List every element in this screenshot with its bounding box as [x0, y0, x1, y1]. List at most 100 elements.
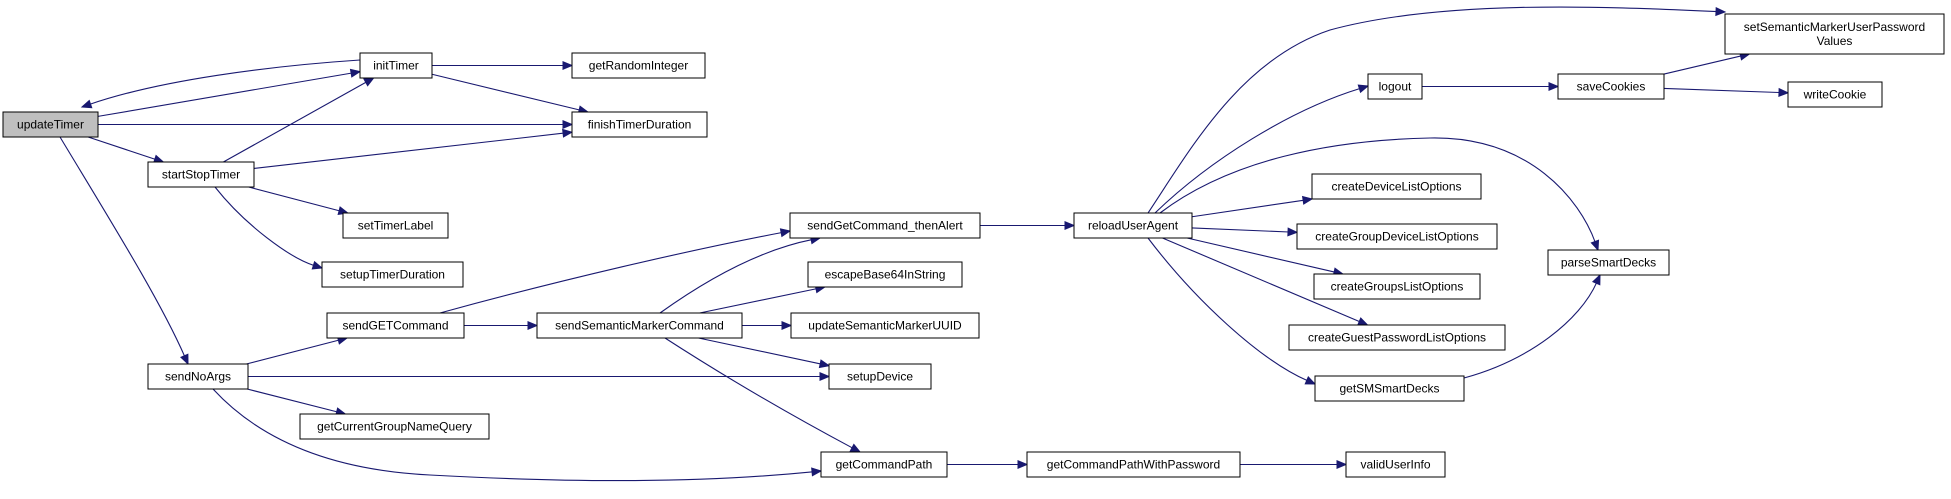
node-getCurrentGroupNameQuery[interactable]: getCurrentGroupNameQuery [299, 413, 490, 440]
arrowhead [1287, 227, 1299, 237]
node-label: createGuestPasswordListOptions [1308, 331, 1486, 345]
node-box [571, 52, 706, 79]
node-saveCookies[interactable]: saveCookies [1557, 73, 1665, 100]
node-box [147, 161, 255, 188]
node-label: finishTimerDuration [588, 118, 692, 132]
node-setupDevice[interactable]: setupDevice [828, 363, 932, 390]
node-escapeBase64InString[interactable]: escapeBase64InString [807, 261, 963, 288]
node-setTimerLabel[interactable]: setTimerLabel [342, 212, 449, 239]
node-label: writeCookie [1803, 88, 1867, 102]
node-label: escapeBase64InString [825, 268, 946, 282]
node-box [1367, 73, 1423, 100]
node-label: getCommandPath [836, 458, 933, 472]
edge-saveCookies-to-setSemanticMarkerUserPasswordValues [1663, 51, 1751, 75]
arrowhead [562, 60, 574, 71]
node-label: getSMSmartDecks [1339, 382, 1439, 396]
arrowhead [1357, 317, 1369, 326]
node-createDeviceListOptions[interactable]: createDeviceListOptions [1311, 173, 1482, 200]
node-getSMSmartDecks[interactable]: getSMSmartDecks [1314, 375, 1465, 402]
edge-sendSemanticMarkerCommand-to-getCommandPath [664, 337, 862, 453]
node-sendGETCommand[interactable]: sendGETCommand [326, 312, 465, 339]
edge-line [1663, 55, 1742, 75]
node-createGroupsListOptions[interactable]: createGroupsListOptions [1313, 273, 1481, 300]
edge-line [246, 388, 338, 413]
node-getRandomInteger[interactable]: getRandomInteger [571, 52, 706, 79]
arrowhead [1064, 220, 1076, 231]
edge-sendNoArgs-to-getCommandPath [212, 388, 823, 482]
node-initTimer[interactable]: initTimer [359, 52, 433, 79]
node-label: startStopTimer [162, 168, 240, 182]
arrowhead [363, 77, 375, 87]
node-sendGetCommand_thenAlert[interactable]: sendGetCommand_thenAlert [789, 212, 981, 239]
node-box [1724, 13, 1945, 55]
node-box [1345, 451, 1446, 478]
edge-line [59, 136, 186, 357]
edge-logout-to-saveCookies [1422, 81, 1560, 92]
arrowhead [1715, 6, 1727, 17]
node-getCommandPathWithPassword[interactable]: getCommandPathWithPassword [1026, 451, 1241, 478]
node-createGroupDeviceListOptions[interactable]: createGroupDeviceListOptions [1296, 223, 1498, 250]
node-setupTimerDuration[interactable]: setupTimerDuration [321, 261, 464, 288]
node-label: saveCookies [1577, 80, 1646, 94]
edge-initTimer-to-updateTimer [80, 59, 361, 109]
node-updateTimer[interactable]: updateTimer [2, 111, 99, 138]
arrowhead [811, 467, 823, 477]
node-createGuestPasswordListOptions[interactable]: createGuestPasswordListOptions [1288, 324, 1506, 351]
node-updateSemanticMarkerUUID[interactable]: updateSemanticMarkerUUID [790, 312, 980, 339]
edge-reloadUserAgent-to-createGroupDeviceListOptions [1191, 227, 1299, 237]
node-box [807, 261, 963, 288]
edge-sendGetCommand_thenAlert-to-reloadUserAgent [980, 220, 1076, 231]
node-sendSemanticMarkerCommand[interactable]: sendSemanticMarkerCommand [536, 312, 743, 339]
edge-initTimer-to-getRandomInteger [432, 60, 574, 71]
node-label: setupTimerDuration [340, 268, 445, 282]
node-writeCookie[interactable]: writeCookie [1787, 81, 1883, 108]
edge-sendSemanticMarkerCommand-to-escapeBase64InString [699, 284, 827, 314]
edge-line [223, 81, 367, 163]
node-box [1073, 212, 1193, 239]
node-finishTimerDuration[interactable]: finishTimerDuration [571, 111, 708, 138]
edge-sendGETCommand-to-sendSemanticMarkerCommand [464, 320, 539, 331]
node-label: setupDevice [847, 370, 913, 384]
edge-updateTimer-to-sendNoArgs [59, 136, 189, 366]
node-label: getCommandPathWithPassword [1047, 458, 1220, 472]
edge-sendSemanticMarkerCommand-to-sendGetCommand_thenAlert [659, 235, 822, 314]
arrowhead [1017, 459, 1029, 470]
node-startStopTimer[interactable]: startStopTimer [147, 161, 255, 188]
node-label: updateTimer [17, 118, 84, 132]
edge-updateTimer-to-initTimer [97, 68, 362, 117]
edge-line [87, 136, 156, 160]
edge-sendSemanticMarkerCommand-to-updateSemanticMarkerUUID [742, 320, 793, 331]
node-box [1557, 73, 1665, 100]
node-parseSmartDecks[interactable]: parseSmartDecks [1547, 249, 1670, 276]
node-label: validUserInfo [1360, 458, 1430, 472]
node-label: initTimer [373, 59, 419, 73]
node-logout[interactable]: logout [1367, 73, 1423, 100]
arrowhead [1548, 81, 1560, 92]
edge-sendNoArgs-to-sendGETCommand [246, 335, 349, 365]
edge-line [97, 72, 353, 117]
node-box [820, 451, 948, 478]
node-label: reloadUserAgent [1088, 219, 1179, 233]
node-box [342, 212, 449, 239]
node-reloadUserAgent[interactable]: reloadUserAgent [1073, 212, 1193, 239]
arrowhead [1591, 273, 1601, 286]
node-box [1313, 273, 1481, 300]
node-label: logout [1379, 80, 1412, 94]
node-box [1296, 223, 1498, 250]
node-getCommandPath[interactable]: getCommandPath [820, 451, 948, 478]
edge-line [214, 186, 315, 267]
edge-line [659, 239, 813, 314]
node-box [790, 312, 980, 339]
node-sendNoArgs[interactable]: sendNoArgs [147, 363, 249, 390]
node-label: createDeviceListOptions [1331, 180, 1461, 194]
edge-initTimer-to-finishTimerDuration [431, 73, 590, 115]
edge-line [431, 73, 581, 111]
edge-sendSemanticMarkerCommand-to-setupDevice [698, 337, 831, 369]
node-validUserInfo[interactable]: validUserInfo [1345, 451, 1446, 478]
node-box [326, 312, 465, 339]
node-box [299, 413, 490, 440]
arrowhead [1336, 459, 1348, 470]
node-box [147, 363, 249, 390]
edge-updateTimer-to-startStopTimer [87, 136, 165, 164]
